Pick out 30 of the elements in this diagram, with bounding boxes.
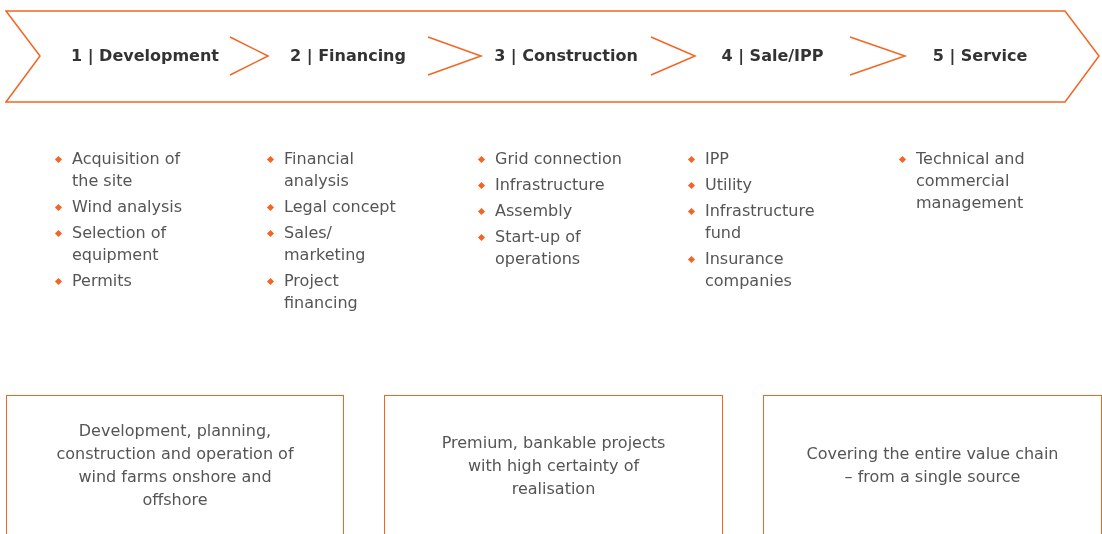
bullet-text: Start-up of operations bbox=[495, 226, 582, 270]
step-label: 3 | Construction bbox=[481, 44, 651, 68]
chevron-arrow bbox=[229, 36, 270, 76]
statement-box bbox=[763, 395, 1102, 534]
bullet-text: Insurance companies bbox=[705, 248, 793, 292]
statement-text: Covering the entire value chain – from a single source bbox=[805, 443, 1060, 488]
bullet-text: Grid connection bbox=[495, 148, 623, 170]
statement-box bbox=[384, 395, 723, 534]
bullet-text: Permits bbox=[72, 270, 133, 292]
bullet-text: Sales/ marketing bbox=[284, 222, 367, 266]
bullet-text: Project financing bbox=[284, 270, 359, 314]
process-band bbox=[5, 10, 1101, 103]
bullet-text: Assembly bbox=[495, 200, 574, 222]
bullet-text: Utility bbox=[705, 174, 754, 196]
bullet-text: Financial analysis bbox=[284, 148, 356, 192]
bullet-text: Infrastructure fund bbox=[705, 200, 816, 244]
bullet-text: IPP bbox=[705, 148, 730, 170]
step-label: 5 | Service bbox=[905, 44, 1055, 68]
bullet-text: Selection of equipment bbox=[72, 222, 168, 266]
statement-box bbox=[6, 395, 344, 534]
bullet-text: Wind analysis bbox=[72, 196, 184, 218]
bullet-text: Infrastructure bbox=[495, 174, 606, 196]
statement-text: Development, planning, construction and operation of wind farms onshore and offshore bbox=[55, 420, 295, 511]
bullet-text: Legal concept bbox=[284, 196, 397, 218]
statement-text: Premium, bankable projects with high certainty of realisation bbox=[440, 431, 667, 500]
bullet-text: Acquisition of the site bbox=[72, 148, 182, 192]
bullet-text: Technical and commercial management bbox=[916, 148, 1026, 214]
step-label: 2 | Financing bbox=[268, 44, 428, 68]
step-label: 1 | Development bbox=[60, 44, 230, 68]
step-label: 4 | Sale/IPP bbox=[695, 44, 850, 68]
